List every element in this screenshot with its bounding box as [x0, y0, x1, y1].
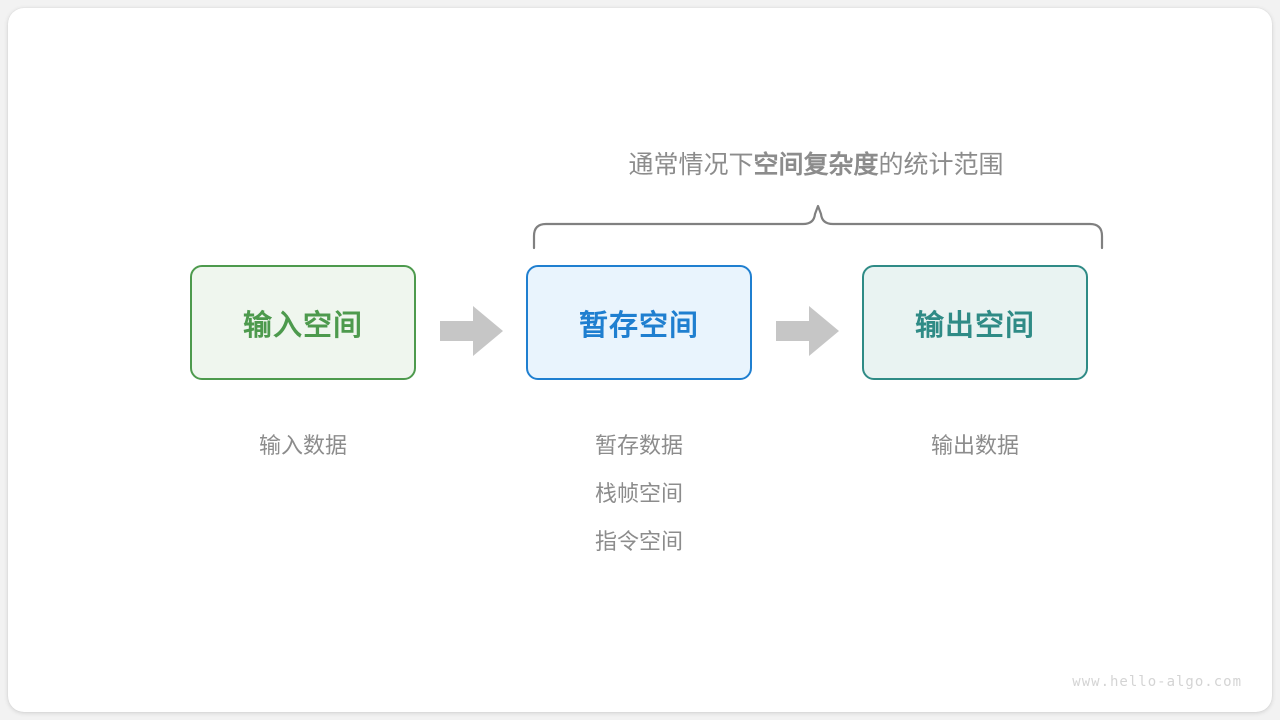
caption-column-output: 输出数据: [862, 422, 1088, 470]
box-buffer-space[interactable]: 暂存空间: [526, 265, 752, 380]
watermark: www.hello-algo.com: [1072, 674, 1242, 690]
arrow-buffer-to-output: [776, 304, 840, 358]
box-output-space[interactable]: 输出空间: [862, 265, 1088, 380]
caption-buffer-data: 暂存数据: [594, 433, 683, 458]
scope-title-prefix: 通常情况下: [628, 151, 754, 179]
caption-column-buffer: 暂存数据 栈帧空间 指令空间: [526, 422, 752, 566]
arrow-input-to-buffer: [440, 304, 504, 358]
scope-title-suffix: 的统计范围: [878, 151, 1004, 179]
brace-container: [518, 198, 1118, 258]
caption-column-input: 输入数据: [190, 422, 416, 470]
space-complexity-diagram: 通常情况下空间复杂度的统计范围 输入空间 暂存空间: [8, 8, 1272, 712]
caption-instruction-space: 指令空间: [594, 529, 683, 554]
scope-title-emphasis: 空间复杂度: [753, 151, 879, 179]
right-arrow-icon: [440, 306, 503, 356]
caption-input-data: 输入数据: [258, 433, 347, 458]
caption-output-data: 输出数据: [930, 433, 1019, 458]
scope-title: 通常情况下空间复杂度的统计范围: [528, 148, 1104, 182]
box-input-space[interactable]: 输入空间: [190, 265, 416, 380]
right-arrow-icon: [776, 306, 839, 356]
curly-brace-icon: [532, 204, 1104, 250]
caption-stack-frame-space: 栈帧空间: [594, 481, 683, 506]
box-output-space-label: 输出空间: [914, 309, 1035, 342]
box-buffer-space-label: 暂存空间: [578, 309, 699, 342]
diagram-card: 通常情况下空间复杂度的统计范围 输入空间 暂存空间: [8, 8, 1272, 712]
box-input-space-label: 输入空间: [242, 309, 363, 342]
